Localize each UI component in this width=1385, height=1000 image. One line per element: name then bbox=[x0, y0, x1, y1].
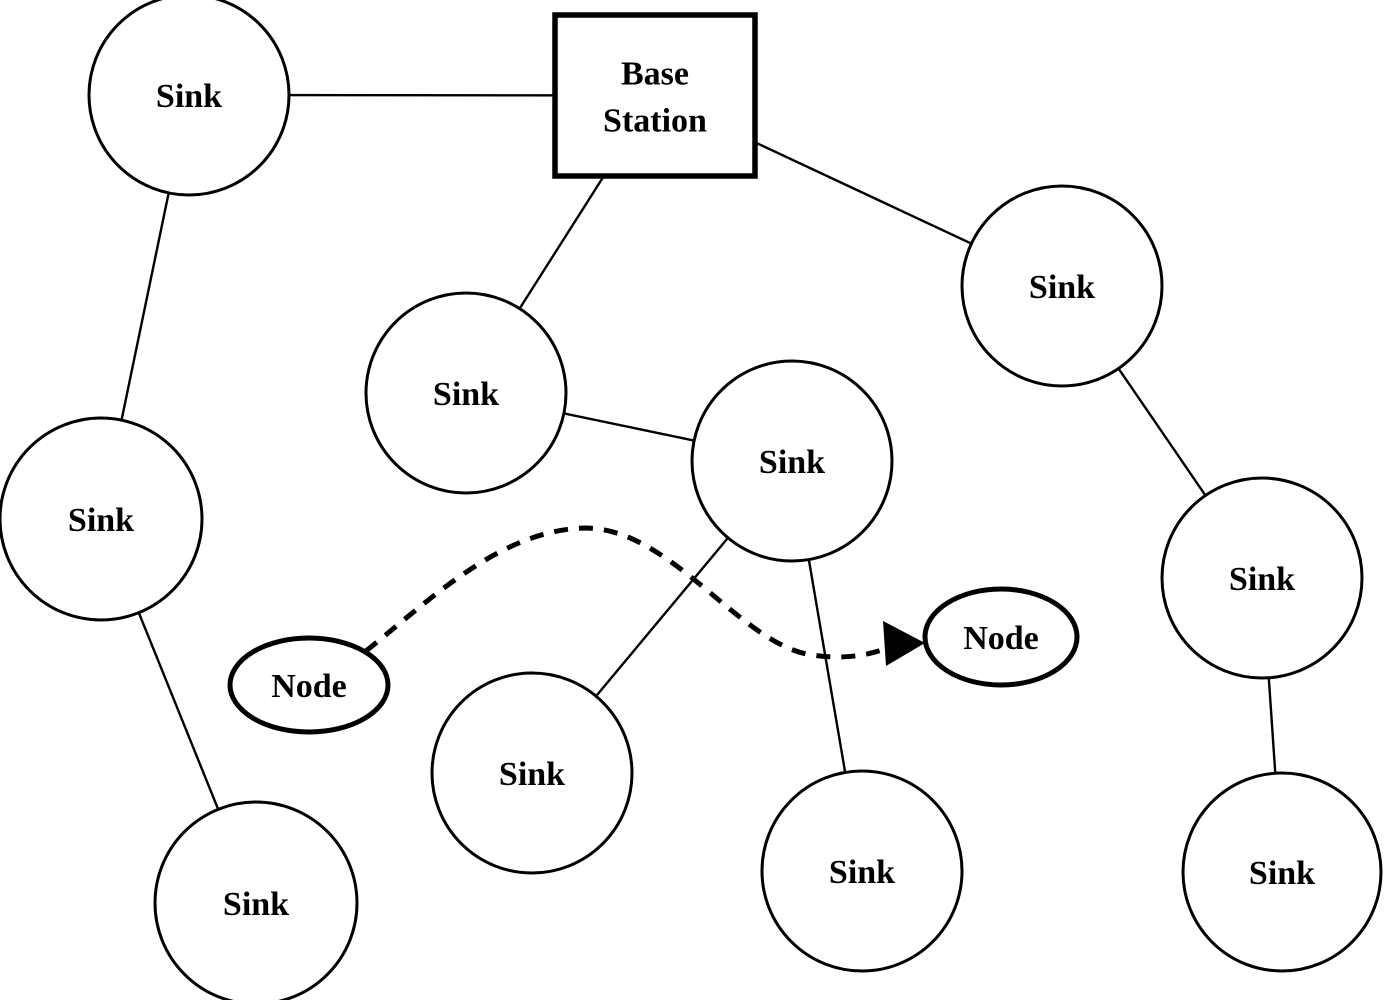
sink-center-label: Sink bbox=[759, 444, 825, 481]
sink-top-right-shape bbox=[960, 184, 1164, 388]
sink-left-label: Sink bbox=[68, 502, 134, 539]
sink-top-left-shape bbox=[87, 0, 291, 197]
sink-bottom-left-label: Sink bbox=[223, 886, 289, 923]
sink-mid-left-shape bbox=[364, 291, 568, 495]
base-station-label-line1: Base bbox=[621, 56, 689, 93]
sink-left-shape bbox=[0, 416, 204, 622]
node-right-label: Node bbox=[963, 620, 1039, 657]
sink-bottom-right-shape bbox=[1181, 771, 1383, 973]
node-right-shape bbox=[922, 586, 1080, 688]
sink-right-label: Sink bbox=[1229, 561, 1295, 598]
sink-bottom-left-shape bbox=[153, 800, 359, 1000]
sink-center-shape bbox=[690, 359, 894, 563]
sink-top-right-label: Sink bbox=[1029, 269, 1095, 306]
base-station-label-line2: Station bbox=[603, 103, 707, 140]
dashed-arrow-layer bbox=[364, 525, 925, 666]
sink-right-shape bbox=[1160, 476, 1364, 680]
sink-center-bottom-shape bbox=[430, 671, 634, 875]
sink-mid-left-label: Sink bbox=[433, 376, 499, 413]
base-station-shape bbox=[552, 12, 758, 179]
sink-bottom-right-label: Sink bbox=[1249, 855, 1315, 892]
node-left-shape bbox=[227, 635, 391, 735]
sink-center-bottom-label: Sink bbox=[499, 756, 565, 793]
labels-layer: BaseStationSinkSinkSinkSinkSinkSinkSinkS… bbox=[68, 56, 1315, 924]
sink-bottom-center-shape bbox=[760, 769, 964, 973]
sink-top-left-label: Sink bbox=[156, 78, 222, 115]
sink-bottom-center-label: Sink bbox=[829, 854, 895, 891]
node-left-label: Node bbox=[271, 668, 347, 705]
node-movement-dashed-curve bbox=[364, 525, 894, 660]
arrowhead-icon bbox=[883, 621, 925, 666]
